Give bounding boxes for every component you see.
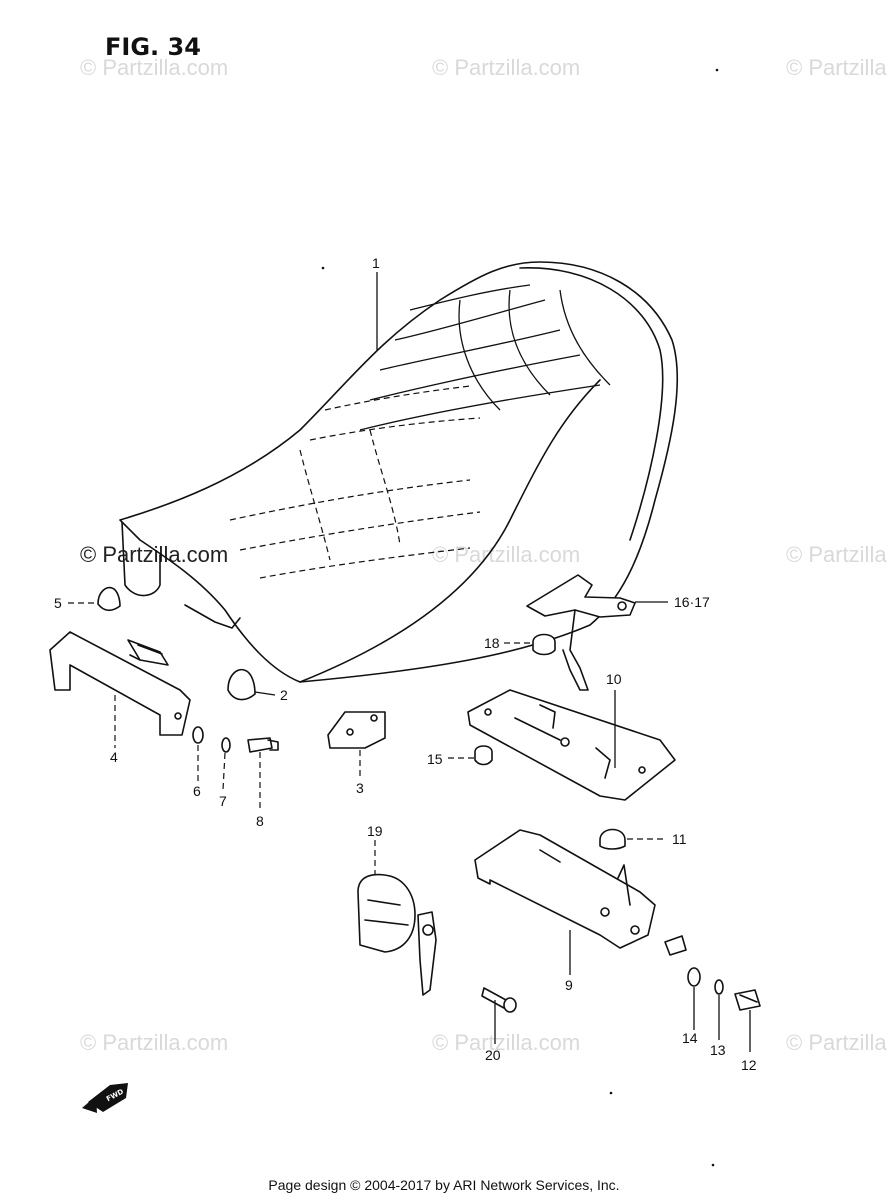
bracket-part-4 <box>49 631 191 736</box>
bolt-part-8 <box>247 737 279 753</box>
callout-4: 4 <box>110 749 118 765</box>
watermark-bottom-left: © Partzilla.com <box>80 1030 228 1055</box>
fwd-arrow-icon: FWD <box>82 1083 128 1113</box>
lock-assembly-part-19 <box>357 873 437 996</box>
callout-9: 9 <box>565 977 573 993</box>
callout-5: 5 <box>54 595 62 611</box>
callout-2: 2 <box>280 687 288 703</box>
speck <box>321 266 325 270</box>
watermark-top-center: © Partzilla.com <box>432 55 580 80</box>
speck <box>609 1091 613 1095</box>
callout-19: 19 <box>367 823 383 839</box>
seat-part-1 <box>119 261 679 683</box>
callout-20: 20 <box>485 1047 501 1063</box>
plate-part-10 <box>467 689 676 801</box>
nut-part-7 <box>221 737 231 753</box>
cushion-part-2 <box>227 668 256 701</box>
callout-15: 15 <box>427 751 443 767</box>
callout-13: 13 <box>710 1042 726 1058</box>
watermark-mid-left: © Partzilla.com <box>80 542 228 567</box>
callout-3: 3 <box>356 780 364 796</box>
watermark-mid-center: © Partzilla.com <box>432 542 580 567</box>
watermark-top-left: © Partzilla.com <box>80 55 228 80</box>
washer-part-13 <box>714 979 724 995</box>
callout-11: 11 <box>672 831 687 847</box>
callout-12: 12 <box>741 1057 757 1073</box>
watermark-bottom-right: © Partzilla.com <box>786 1030 888 1055</box>
grommet-part-18 <box>532 633 556 656</box>
callout-16-17: 16·17 <box>674 594 710 610</box>
figure-title: FIG. 34 <box>105 33 201 61</box>
cap-part-11 <box>599 828 626 850</box>
speck <box>715 68 719 72</box>
screw-part-20 <box>481 987 517 1013</box>
washer-part-6 <box>192 726 204 744</box>
watermark-top-right: © Partzilla.com <box>786 55 888 80</box>
lock-bracket-part-9 <box>474 829 687 956</box>
page-footer: Page design © 2004-2017 by ARI Network S… <box>268 1177 620 1193</box>
callout-10: 10 <box>606 671 622 687</box>
callout-6: 6 <box>193 783 201 799</box>
hinge-part-16-17 <box>526 574 636 691</box>
grommet-part-15 <box>474 745 493 766</box>
watermark-mid-right: © Partzilla.com <box>786 542 888 567</box>
callout-14: 14 <box>682 1030 698 1046</box>
callout-7: 7 <box>219 793 227 809</box>
callout-18: 18 <box>484 635 500 651</box>
clip-part-3 <box>327 711 386 749</box>
leader-2 <box>254 691 276 696</box>
bolt-part-12 <box>734 989 761 1011</box>
callout-1: 1 <box>372 255 380 271</box>
washer-part-14 <box>687 967 701 987</box>
callout-8: 8 <box>256 813 264 829</box>
speck <box>711 1163 715 1167</box>
cushion-part-5 <box>97 586 121 612</box>
watermark-bottom-center: © Partzilla.com <box>432 1030 580 1055</box>
leader-7 <box>222 752 226 791</box>
